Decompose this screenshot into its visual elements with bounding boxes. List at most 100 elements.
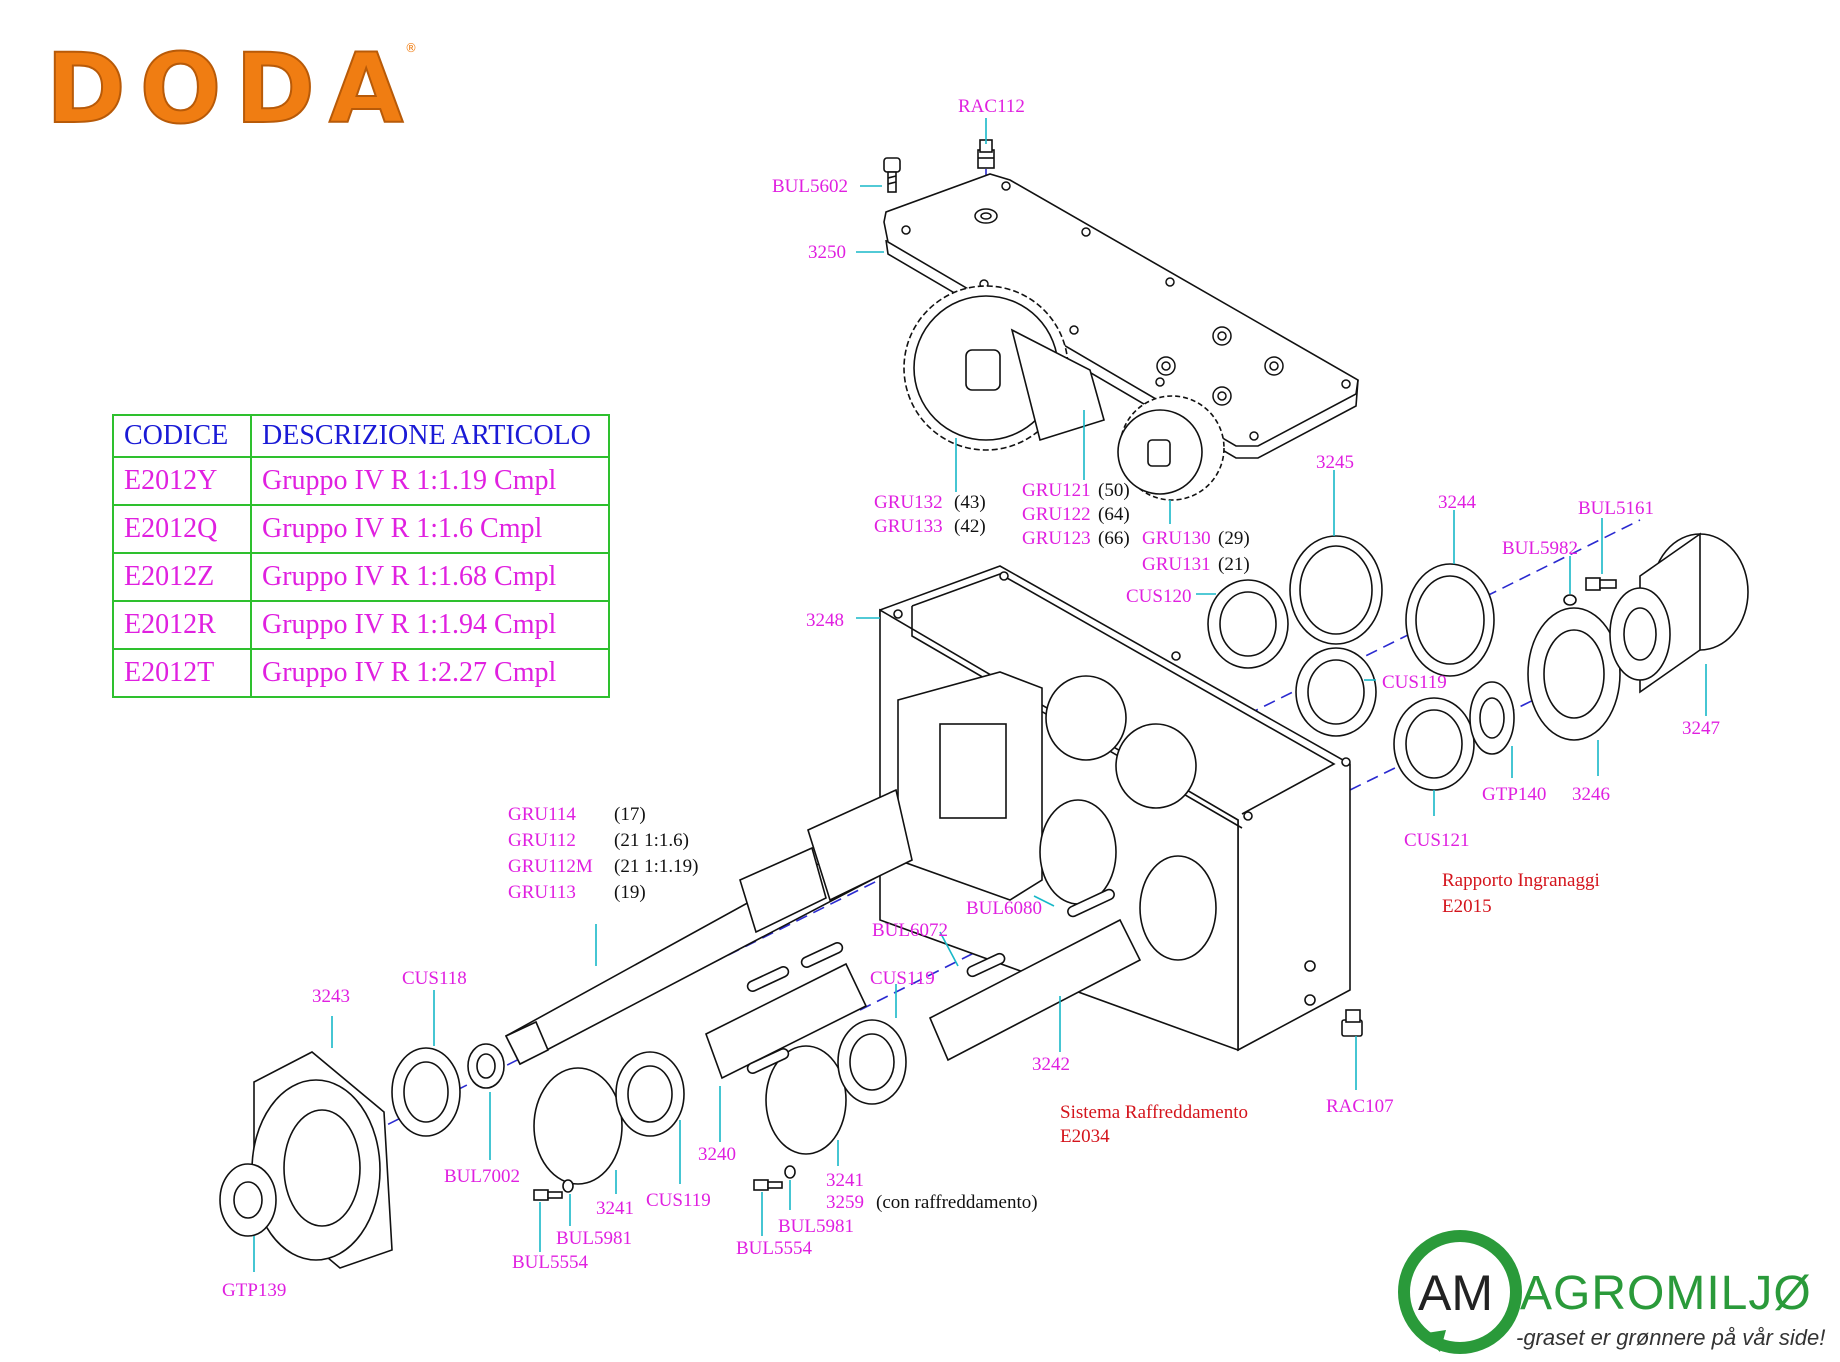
notes: Rapporto Ingranaggi E2015 Sistema Raffre… bbox=[1060, 870, 1600, 1147]
washers-bul5981 bbox=[562, 1165, 796, 1193]
cell-code: E2012T bbox=[112, 648, 252, 698]
cell-code: E2012R bbox=[112, 600, 252, 650]
label-gru123-teeth: (66) bbox=[1098, 528, 1130, 549]
cell-description: Gruppo IV R 1:1.94 Cmpl bbox=[250, 600, 610, 650]
label-3244: 3244 bbox=[1438, 492, 1477, 513]
ratio-note-code: E2015 bbox=[1442, 896, 1492, 917]
label-3259: 3259 bbox=[826, 1192, 864, 1213]
agromiljo-badge-text: AM bbox=[1418, 1265, 1493, 1321]
label-gru130: GRU130 bbox=[1142, 528, 1211, 549]
label-gru131: GRU131 bbox=[1142, 554, 1211, 575]
agromiljo-wordmark: AGROMILJØ bbox=[1520, 1267, 1812, 1320]
seal-gtp140 bbox=[1469, 681, 1515, 755]
label-3248: 3248 bbox=[806, 610, 844, 631]
cell-description: Gruppo IV R 1:1.6 Cmpl bbox=[250, 504, 610, 554]
label-bul5602: BUL5602 bbox=[772, 176, 848, 197]
label-bul5981-left: BUL5981 bbox=[556, 1228, 632, 1249]
label-gru122: GRU122 bbox=[1022, 504, 1091, 525]
cooling-note-code: E2034 bbox=[1060, 1126, 1110, 1147]
label-rac112: RAC112 bbox=[958, 96, 1025, 117]
label-3247: 3247 bbox=[1682, 718, 1720, 739]
bearing-cus119-left bbox=[615, 1051, 685, 1137]
label-rac107: RAC107 bbox=[1326, 1096, 1394, 1117]
table-row: E2012Y Gruppo IV R 1:1.19 Cmpl bbox=[112, 456, 610, 506]
cover-3241-right bbox=[765, 1045, 847, 1155]
doda-logo-text: DODA bbox=[46, 33, 417, 145]
label-cus119-mid: CUS119 bbox=[870, 968, 935, 989]
ratio-note-title: Rapporto Ingranaggi bbox=[1442, 870, 1600, 891]
label-bul6080: BUL6080 bbox=[966, 898, 1042, 919]
label-gru123: GRU123 bbox=[1022, 528, 1091, 549]
cell-code: E2012Y bbox=[112, 456, 252, 506]
flange-3243 bbox=[251, 1051, 393, 1269]
label-gru132: GRU132 bbox=[874, 492, 943, 513]
label-3246: 3246 bbox=[1572, 784, 1610, 805]
registered-mark: ® bbox=[405, 41, 417, 55]
label-3259-note: (con raffreddamento) bbox=[876, 1192, 1038, 1213]
shaft-3242 bbox=[928, 918, 1142, 1062]
bolt-bul5602 bbox=[883, 157, 901, 193]
breather-rac112 bbox=[977, 139, 995, 169]
cell-description: Gruppo IV R 1:1.19 Cmpl bbox=[250, 456, 610, 506]
label-gru112m: GRU112M bbox=[508, 856, 593, 877]
upper-gear-pair bbox=[903, 285, 1225, 501]
label-cus119-right: CUS119 bbox=[1382, 672, 1447, 693]
cover-3245 bbox=[1289, 535, 1383, 645]
table-row: E2012R Gruppo IV R 1:1.94 Cmpl bbox=[112, 600, 610, 650]
label-cus121: CUS121 bbox=[1404, 830, 1469, 851]
label-bul5554-left: BUL5554 bbox=[512, 1252, 589, 1273]
cell-code: E2012Z bbox=[112, 552, 252, 602]
label-gru114-teeth: (17) bbox=[614, 804, 646, 825]
label-gru121: GRU121 bbox=[1022, 480, 1091, 501]
drain-plug-rac107 bbox=[1341, 1009, 1363, 1037]
flange-3246 bbox=[1527, 607, 1621, 741]
hub-3247 bbox=[1609, 532, 1749, 694]
label-3243: 3243 bbox=[312, 986, 350, 1007]
label-gru113: GRU113 bbox=[508, 882, 576, 903]
label-bul5161: BUL5161 bbox=[1578, 498, 1654, 519]
label-gru112: GRU112 bbox=[508, 830, 576, 851]
table-row: E2012Z Gruppo IV R 1:1.68 Cmpl bbox=[112, 552, 610, 602]
cell-code: E2012Q bbox=[112, 504, 252, 554]
label-bul6072: BUL6072 bbox=[872, 920, 948, 941]
leader-lines bbox=[253, 118, 1707, 1272]
top-cover-3250 bbox=[883, 173, 1359, 459]
bearing-cus119-mid bbox=[837, 1019, 907, 1105]
seal-gtp139 bbox=[219, 1163, 277, 1237]
label-3245: 3245 bbox=[1316, 452, 1354, 473]
label-3241-left: 3241 bbox=[596, 1198, 634, 1219]
cover-3244 bbox=[1405, 563, 1495, 677]
cooling-note-title: Sistema Raffreddamento bbox=[1060, 1102, 1248, 1123]
label-gru121-teeth: (50) bbox=[1098, 480, 1130, 501]
label-gru133-teeth: (42) bbox=[954, 516, 986, 537]
part-labels: RAC112 BUL5602 3250 GRU132 (43) GRU133 (… bbox=[222, 96, 1720, 1301]
label-3250: 3250 bbox=[808, 242, 846, 263]
label-bul5554-right: BUL5554 bbox=[736, 1238, 813, 1259]
doda-logo: DODA ® bbox=[45, 32, 417, 146]
label-gtp139: GTP139 bbox=[222, 1280, 286, 1301]
label-gru130-teeth: (29) bbox=[1218, 528, 1250, 549]
parts-code-table: CODICE DESCRIZIONE ARTICOLO E2012Y Grupp… bbox=[112, 414, 610, 698]
bearing-cus120 bbox=[1207, 579, 1289, 669]
header-descrizione: DESCRIZIONE ARTICOLO bbox=[250, 414, 610, 458]
label-gtp140: GTP140 bbox=[1482, 784, 1546, 805]
label-bul5982: BUL5982 bbox=[1502, 538, 1578, 559]
bolt-bul5161 bbox=[1585, 577, 1617, 591]
label-gru113-teeth: (19) bbox=[614, 882, 646, 903]
table-row: E2012Q Gruppo IV R 1:1.6 Cmpl bbox=[112, 504, 610, 554]
gearbox-housing-3248 bbox=[879, 565, 1351, 1052]
label-gru133: GRU133 bbox=[874, 516, 943, 537]
cover-3241-left bbox=[533, 1067, 623, 1185]
agromiljo-tagline: -graset er grønnere på vår side! bbox=[1516, 1325, 1826, 1350]
label-gru114: GRU114 bbox=[508, 804, 576, 825]
shaft-3240 bbox=[705, 962, 868, 1080]
table-header-row: CODICE DESCRIZIONE ARTICOLO bbox=[112, 414, 610, 458]
cell-description: Gruppo IV R 1:1.68 Cmpl bbox=[250, 552, 610, 602]
label-3241-right: 3241 bbox=[826, 1170, 864, 1191]
label-gru112m-teeth: (21 1:1.19) bbox=[614, 856, 698, 877]
label-gru131-teeth: (21) bbox=[1218, 554, 1250, 575]
label-gru112-teeth: (21 1:1.6) bbox=[614, 830, 689, 851]
keys-bul6072-bul6080 bbox=[746, 888, 1115, 1074]
screws-bul5554 bbox=[533, 1179, 783, 1201]
